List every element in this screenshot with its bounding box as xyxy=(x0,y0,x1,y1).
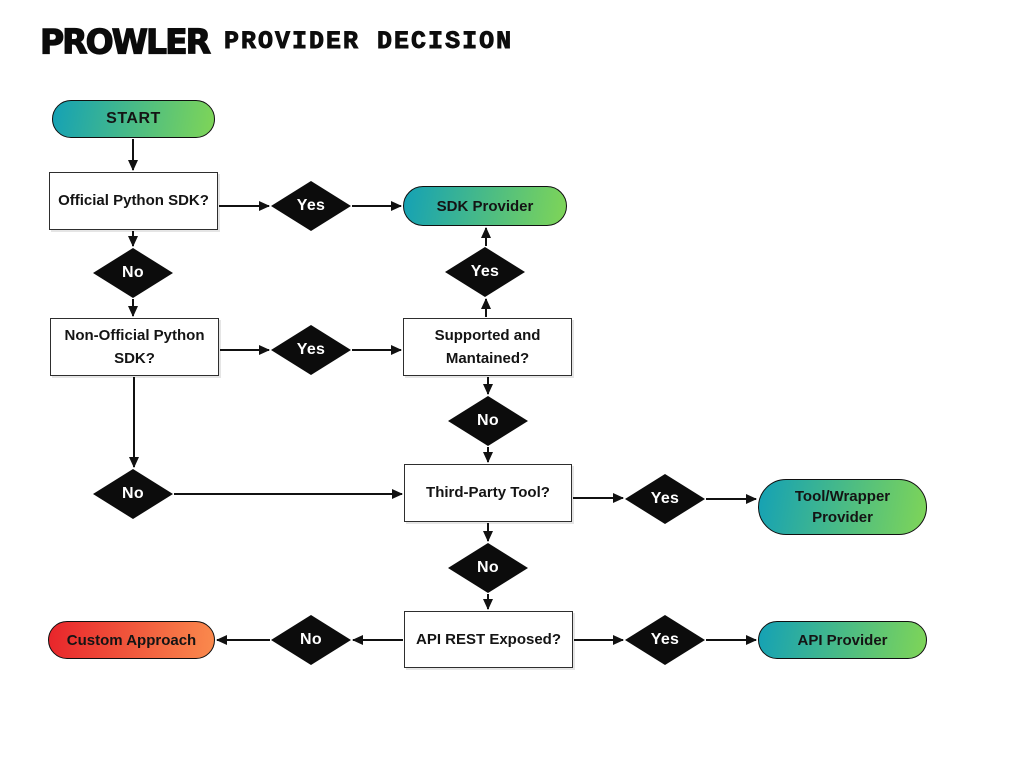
node-non-official-python-sdk: Non-Official Python SDK? xyxy=(50,318,219,376)
node-third-party-tool: Third-Party Tool? xyxy=(404,464,572,522)
node-custom-approach: Custom Approach xyxy=(48,621,215,659)
node-supported-maintained: Supported and Mantained? xyxy=(403,318,572,376)
prowler-logo: PROWLER xyxy=(39,21,211,62)
node-official-python-sdk: Official Python SDK? xyxy=(49,172,218,230)
node-api-provider: API Provider xyxy=(758,621,927,659)
page-title: PROVIDER DECISION xyxy=(224,27,514,57)
header: PROWLER PROVIDER DECISION xyxy=(39,21,514,62)
node-tool-wrapper-provider: Tool/Wrapper Provider xyxy=(758,479,927,535)
node-api-rest-exposed: API REST Exposed? xyxy=(404,611,573,668)
node-sdk-provider: SDK Provider xyxy=(403,186,567,226)
node-start: START xyxy=(52,100,215,138)
